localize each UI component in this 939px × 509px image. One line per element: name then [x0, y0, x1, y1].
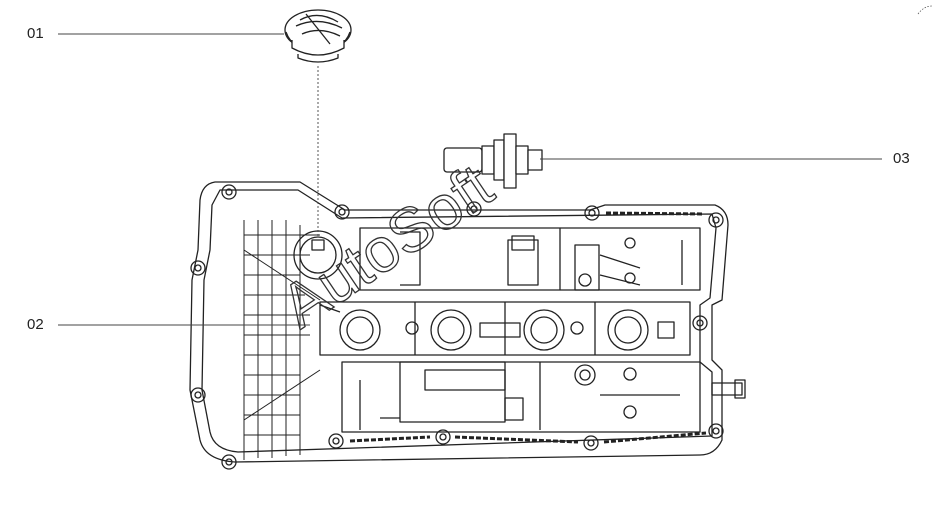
corner-mark [917, 5, 933, 15]
callout-01: 01 [27, 25, 44, 42]
pcv-valve [443, 133, 543, 189]
callout-03: 03 [893, 150, 910, 167]
valve-cover [189, 181, 746, 470]
bolt-holes [190, 184, 724, 470]
cam-journals [339, 309, 649, 351]
oil-filler-cap [284, 9, 352, 63]
callout-02: 02 [27, 316, 44, 333]
baffle-grid [243, 220, 321, 460]
